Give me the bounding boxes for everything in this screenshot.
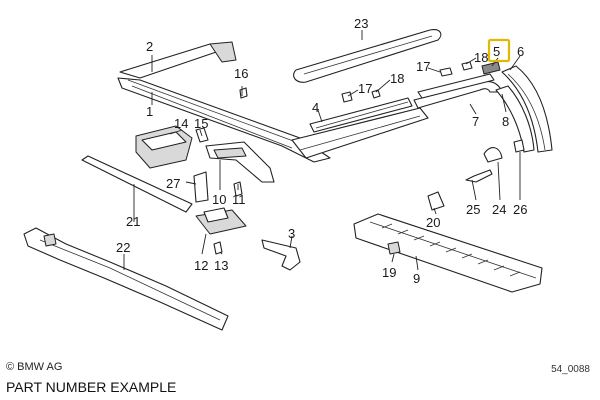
clip-5: [481, 61, 501, 75]
label-20: 20: [426, 215, 440, 230]
label-14: 14: [174, 116, 188, 131]
label-17a: 17: [358, 81, 372, 96]
part-labels: 1 2 3 4 5 6 7 8 9 10 11 12 13 14 15 16 1…: [116, 16, 527, 286]
curved-seal-7: [413, 73, 503, 109]
grille-rail-9: [353, 213, 543, 293]
label-22: 22: [116, 240, 130, 255]
label-3: 3: [288, 226, 295, 241]
label-27: 27: [166, 176, 180, 191]
label-15: 15: [194, 116, 208, 131]
label-26: 26: [513, 202, 527, 217]
label-12: 12: [194, 258, 208, 273]
label-13: 13: [214, 258, 228, 273]
label-7: 7: [472, 114, 479, 129]
small-hardware: [465, 139, 525, 183]
label-16: 16: [234, 66, 248, 81]
label-2: 2: [146, 39, 153, 54]
bracket-12: [195, 207, 247, 255]
label-10: 10: [212, 192, 226, 207]
label-18a: 18: [390, 71, 404, 86]
label-1: 1: [146, 104, 153, 119]
label-4: 4: [312, 100, 319, 115]
fasteners: [387, 191, 445, 255]
highlight-box: [487, 38, 511, 63]
rear-bow-6: [495, 65, 553, 153]
label-19: 19: [382, 265, 396, 280]
copyright-text: © BMW AG: [6, 361, 63, 373]
label-5: 5: [493, 44, 500, 59]
seal-strip-4: [309, 97, 413, 133]
label-23: 23: [354, 16, 368, 31]
clip-3: [261, 239, 301, 271]
label-6: 6: [517, 44, 524, 59]
roof-frame: [117, 41, 429, 163]
label-21: 21: [126, 214, 140, 229]
reference-code: 54_0088: [551, 364, 590, 375]
rod-21: [81, 155, 193, 213]
leader-lines: [123, 30, 521, 271]
latch-housing-14: [135, 125, 209, 169]
trim-cover-23: [293, 29, 442, 83]
rail-22: [23, 227, 229, 331]
label-25: 25: [466, 202, 480, 217]
label-11: 11: [232, 192, 246, 207]
label-24: 24: [492, 202, 506, 217]
label-17b: 17: [416, 59, 430, 74]
label-9: 9: [413, 271, 420, 286]
label-18b: 18: [474, 50, 488, 65]
label-8: 8: [502, 114, 509, 129]
caption-text: PART NUMBER EXAMPLE: [6, 379, 177, 395]
